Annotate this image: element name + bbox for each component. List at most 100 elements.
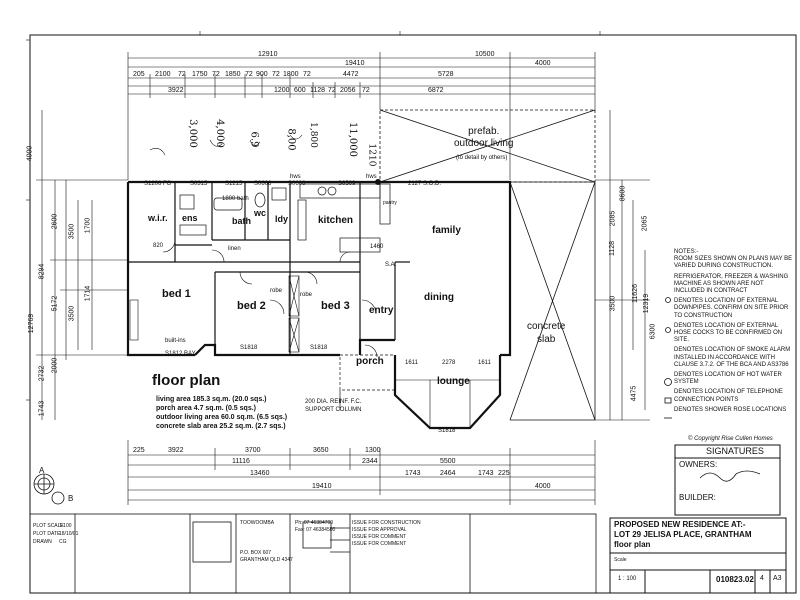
robes: [129, 275, 300, 353]
dim-right-6300: 6300: [649, 323, 657, 340]
dim-bottom-225b: 225: [498, 470, 510, 477]
dim-left-2600: 2600: [51, 213, 59, 230]
dim-top-10500: 10500: [475, 51, 495, 58]
dim-top-900: 900: [256, 71, 268, 78]
dim-left-1743: 1743: [38, 400, 46, 417]
border-ticks: [26, 31, 601, 401]
note-4: DENOTES LOCATION OF EXTERNAL HOSE COCKS …: [674, 322, 783, 344]
house-outer-walls: [126, 180, 512, 430]
room-porch: porch: [356, 356, 384, 367]
footer-company-3: GRANTHAM QLD 4347: [240, 557, 293, 563]
schedule-line-3: outdoor living area 60.0 sq.m. (6.5 sqs.…: [156, 414, 288, 421]
title-lot: LOT 29 JELISA PLACE, GRANTHAM: [614, 530, 752, 539]
top-dimension-lines: [127, 52, 596, 180]
dim-bottom-4000: 4000: [535, 483, 551, 490]
label-820-a: 820: [153, 243, 164, 249]
dim-bottom-1743a: 1743: [405, 470, 421, 477]
footer-plot-scale: 1:100: [59, 523, 72, 529]
room-family: family: [432, 225, 461, 236]
dim-top-72c: 72: [245, 71, 253, 78]
title-footer: [29, 513, 597, 594]
dim-top-1200: 1200: [274, 87, 290, 94]
right-dimension-lines: [595, 110, 650, 421]
copyright-note: © Copyright Rise Cullen Homes: [688, 436, 773, 442]
note-1: NOTES:- ROOM SIZES SHOWN ON PLANS MAY BE…: [674, 249, 793, 270]
window-sod-top: 2127 S.O.D.: [408, 181, 442, 187]
dim-bottom-2344: 2344: [362, 458, 378, 465]
dim-right-11626: 11626: [631, 284, 639, 303]
dim-right-3500: 3500: [609, 295, 617, 312]
dim-bottom-19410: 19410: [312, 483, 332, 490]
footer-phone-1: Ph: 07 46384700: [295, 520, 334, 526]
dim-top-4000: 4000: [535, 60, 551, 67]
dim-left-8294: 8294: [38, 263, 46, 280]
room-lounge: lounge: [437, 376, 470, 387]
label-sa-a: S.A.: [385, 262, 397, 268]
dim-top-600: 600: [294, 87, 306, 94]
dim-right-2065: 2065: [641, 215, 649, 232]
signatures-title: SIGNATURES: [706, 446, 764, 456]
dim-top-1850: 1850: [225, 71, 241, 78]
window-s0315: S0315: [190, 181, 208, 187]
room-bath: bath: [232, 216, 251, 226]
window-s1818a: S1818: [240, 345, 258, 351]
dim-left-12769: 12769: [28, 313, 36, 334]
footer-company-1: TOOWOOMBA: [240, 520, 275, 526]
dim-top-72g: 72: [362, 87, 370, 94]
window-s1206: S1206 FG: [144, 181, 172, 187]
footer-rev-4: ISSUE FOR COMMENT: [352, 541, 407, 547]
dim-left-1700: 1700: [84, 217, 92, 234]
dim-top-72e: 72: [303, 71, 311, 78]
dim-bottom-225a: 225: [133, 447, 145, 454]
dim-top-19410: 19410: [345, 60, 365, 67]
dim-bottom-11116: 11116: [232, 458, 250, 465]
wet-area-fixtures: [179, 187, 287, 236]
label-robe-b: robe: [300, 292, 313, 298]
dim-right-8600: 8600: [619, 185, 627, 202]
dim-top-1750: 1750: [192, 71, 208, 78]
footer-drawn-label: DRAWN: [33, 539, 52, 545]
label-hws: hws: [290, 174, 301, 180]
window-s0509: S0509: [338, 181, 356, 187]
schedule-line-1: living area 185.3 sq.m. (20.0 sqs.): [156, 396, 267, 403]
bottom-dimension-lines: [127, 440, 596, 505]
schedule-line-4: concrete slab area 25.2 sq.m. (2.7 sqs.): [156, 423, 286, 430]
dim-top-1800: 1800: [283, 71, 299, 78]
note-6: DENOTES LOCATION OF HOT WATER SYSTEM: [674, 372, 782, 386]
note-7: DENOTES LOCATION OF TELEPHONE CONNECTION…: [674, 389, 783, 403]
dim-top-72a: 72: [178, 71, 186, 78]
dim-left-2732: 2732: [38, 365, 46, 382]
window-s0606b: S0606: [288, 181, 306, 187]
room-ldy: ldy: [275, 214, 289, 224]
dim-right-2085: 2085: [609, 210, 617, 227]
dim-top-2100: 2100: [155, 71, 171, 78]
handwritten-sketch: [149, 134, 303, 156]
support-column: [375, 179, 381, 185]
dim-bottom-13460: 13460: [250, 470, 270, 477]
window-s1818b: S1818: [310, 345, 328, 351]
room-dining: dining: [424, 292, 454, 303]
footer-rev-1: ISSUE FOR CONSTRUCTION: [352, 520, 421, 526]
dim-left-2000: 2000: [51, 357, 59, 374]
left-dimension-lines: [36, 110, 128, 420]
room-bed2: bed 2: [237, 300, 266, 312]
label-linen: linen: [228, 246, 241, 252]
room-outdoor-note: (to detail by others): [456, 155, 508, 161]
footer-rev-2: ISSUE FOR APPROVAL: [352, 527, 407, 533]
dim-top-72d: 72: [272, 71, 280, 78]
signatures-builder: BUILDER:: [679, 493, 716, 502]
footer-drawn: CG: [59, 539, 67, 545]
dim-left-3500: 3500: [68, 223, 76, 240]
label-1611-a: 1611: [405, 360, 418, 366]
handwritten-69: 6.9: [248, 131, 260, 148]
schedule-title: floor plan: [152, 372, 221, 389]
dim-left-3500b: 3500: [68, 305, 76, 322]
dim-top-2056: 2056: [340, 87, 356, 94]
label-pantry: pantry: [383, 200, 397, 206]
window-s1812: S1812 BAY: [165, 351, 196, 357]
dim-top-12910: 12910: [258, 51, 278, 58]
concrete-slab-outline: [480, 181, 596, 421]
lounge-bay: [395, 379, 500, 428]
footer-plot-scale-label: PLOT SCALE: [33, 523, 64, 529]
